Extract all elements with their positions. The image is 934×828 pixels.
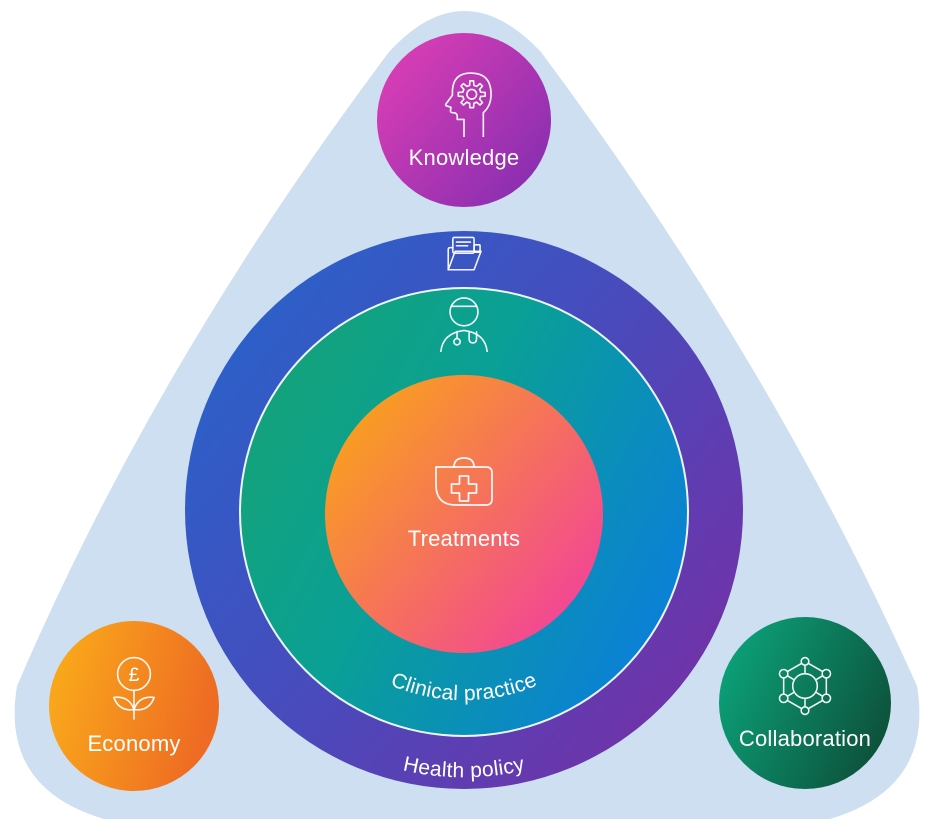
satellite-knowledge: Knowledge xyxy=(377,33,551,207)
doctor-icon xyxy=(439,297,489,352)
pound-plant-icon: £ xyxy=(113,657,155,721)
treatments-label: Treatments xyxy=(407,526,521,551)
treatments-circle xyxy=(325,375,603,653)
medical-bag-icon xyxy=(435,457,493,506)
pound-glyph: £ xyxy=(129,664,140,686)
satellite-collaboration: Collaboration xyxy=(719,617,891,789)
folder-documents-icon xyxy=(447,236,482,271)
gear-shape xyxy=(457,80,486,109)
economy-label: Economy xyxy=(87,731,181,757)
collaboration-label: Collaboration xyxy=(738,726,872,752)
knowledge-label: Knowledge xyxy=(408,145,520,171)
network-icon xyxy=(778,657,832,716)
head-gear-icon xyxy=(444,72,492,138)
satellite-economy: £ Economy xyxy=(49,621,219,791)
